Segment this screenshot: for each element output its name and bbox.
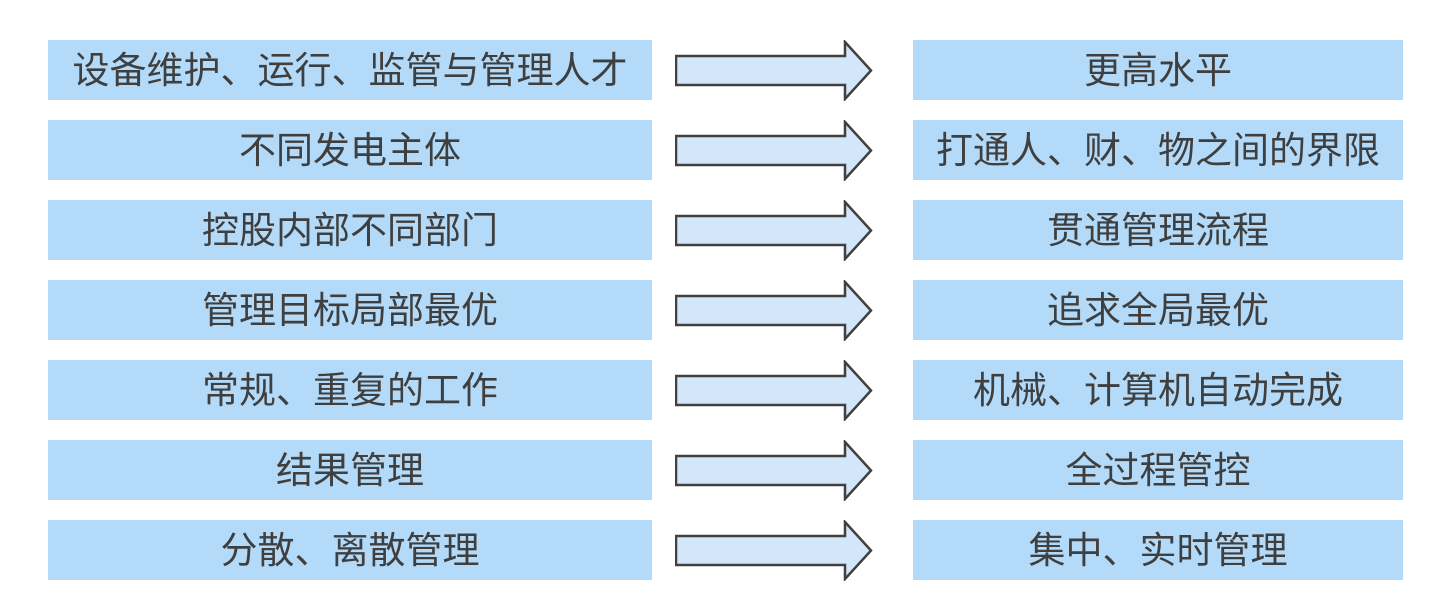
source-label: 设备维护、运行、监管与管理人才 — [72, 49, 628, 91]
right-block-arrow-icon — [675, 119, 873, 181]
target-label: 全过程管控 — [1065, 449, 1251, 491]
mapping-row: 设备维护、运行、监管与管理人才 更高水平 — [48, 39, 1403, 101]
source-label: 常规、重复的工作 — [202, 369, 498, 411]
target-box: 打通人、财、物之间的界限 — [913, 120, 1403, 180]
right-block-arrow-icon — [675, 279, 873, 341]
target-label: 集中、实时管理 — [1028, 529, 1288, 571]
right-block-arrow-icon — [675, 519, 873, 581]
mapping-row: 不同发电主体 打通人、财、物之间的界限 — [48, 119, 1403, 181]
target-label: 机械、计算机自动完成 — [973, 369, 1343, 411]
source-label: 不同发电主体 — [239, 129, 461, 171]
source-label: 控股内部不同部门 — [202, 209, 498, 251]
mapping-row: 常规、重复的工作 机械、计算机自动完成 — [48, 359, 1403, 421]
mapping-row: 分散、离散管理 集中、实时管理 — [48, 519, 1403, 581]
source-box: 控股内部不同部门 — [48, 200, 652, 260]
source-box: 设备维护、运行、监管与管理人才 — [48, 40, 652, 100]
target-label: 贯通管理流程 — [1047, 209, 1269, 251]
source-box: 常规、重复的工作 — [48, 360, 652, 420]
target-box: 贯通管理流程 — [913, 200, 1403, 260]
source-box: 不同发电主体 — [48, 120, 652, 180]
source-label: 结果管理 — [276, 449, 424, 491]
right-block-arrow-icon — [675, 439, 873, 501]
target-box: 追求全局最优 — [913, 280, 1403, 340]
target-box: 集中、实时管理 — [913, 520, 1403, 580]
transformation-diagram: 设备维护、运行、监管与管理人才 更高水平 不同发电主体 打通人、财、物之间的界限… — [48, 39, 1403, 581]
source-box: 管理目标局部最优 — [48, 280, 652, 340]
mapping-row: 结果管理 全过程管控 — [48, 439, 1403, 501]
mapping-row: 控股内部不同部门 贯通管理流程 — [48, 199, 1403, 261]
target-box: 全过程管控 — [913, 440, 1403, 500]
source-box: 分散、离散管理 — [48, 520, 652, 580]
target-label: 打通人、财、物之间的界限 — [936, 129, 1380, 171]
target-label: 追求全局最优 — [1047, 289, 1269, 331]
target-box: 机械、计算机自动完成 — [913, 360, 1403, 420]
source-label: 分散、离散管理 — [220, 529, 480, 571]
target-box: 更高水平 — [913, 40, 1403, 100]
right-block-arrow-icon — [675, 359, 873, 421]
source-label: 管理目标局部最优 — [202, 289, 498, 331]
source-box: 结果管理 — [48, 440, 652, 500]
target-label: 更高水平 — [1084, 49, 1232, 91]
right-block-arrow-icon — [675, 199, 873, 261]
mapping-row: 管理目标局部最优 追求全局最优 — [48, 279, 1403, 341]
right-block-arrow-icon — [675, 39, 873, 101]
